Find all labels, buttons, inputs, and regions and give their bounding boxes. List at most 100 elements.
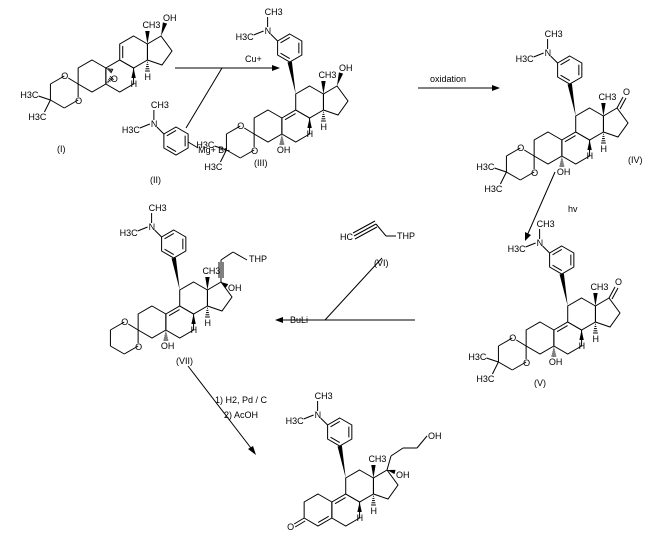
bond [533, 52, 544, 58]
hydroxyl-label: OH [339, 63, 353, 73]
wedge-bond [337, 445, 346, 478]
ring-d [594, 297, 621, 328]
arrow-step-5 [187, 365, 255, 453]
ketone-oxygen-label: O [623, 87, 630, 97]
wedge-bond [601, 103, 606, 116]
double-bond [552, 249, 563, 256]
double-bond [168, 309, 180, 317]
double-bond [560, 59, 571, 66]
bond [499, 171, 507, 185]
double-bond [330, 421, 341, 428]
bond [486, 357, 499, 363]
bond [220, 251, 234, 261]
hydroxyl-label: OH [163, 13, 177, 23]
methyl-label: H3C [28, 112, 47, 122]
compound-label-VI: (VI) [374, 258, 389, 268]
ring-c [345, 469, 374, 503]
bond [137, 226, 148, 232]
ring-c [179, 281, 208, 315]
arrow-step-3 [525, 171, 556, 239]
wedge-bond [221, 282, 229, 288]
methyl-label: H3C [236, 32, 255, 42]
hashed-bond [109, 75, 114, 81]
methyl-label: CH3 [151, 100, 169, 110]
hydroxyl-label: OH [549, 357, 563, 367]
methyl-label: CH3 [368, 454, 386, 464]
methyl-label: CH3 [545, 29, 563, 39]
double-bond [330, 436, 341, 443]
bond [128, 323, 139, 331]
wedge-bond [587, 140, 592, 150]
arrowhead-icon [525, 232, 531, 241]
wedge-bond [567, 83, 576, 116]
methyl-label: CH3 [318, 70, 336, 80]
hashed-bond [108, 77, 113, 81]
ring-d [372, 469, 399, 500]
hashed-bond [108, 68, 111, 72]
bond [187, 141, 199, 149]
epoxide-oxygen-label: O [111, 74, 118, 84]
bond [611, 287, 619, 300]
bond [608, 286, 616, 299]
arrowhead-icon [492, 85, 500, 91]
bond [240, 149, 255, 159]
dimethylaminophenyl-ring [327, 417, 353, 447]
methyl-label: H3C [120, 228, 139, 238]
hydrogen-label: H [204, 318, 211, 328]
bond [253, 30, 264, 36]
ring-a [533, 131, 563, 165]
methyl-label: CH3 [265, 7, 283, 17]
compound-label-IV: (IV) [628, 155, 643, 165]
bond [293, 517, 305, 525]
reagent-step-2: 2) AcOH [224, 410, 258, 420]
hydrogen-label: H [131, 79, 138, 89]
ring-a [77, 59, 107, 93]
ketone-oxygen-label: O [615, 277, 622, 287]
wedge-bond [191, 314, 196, 324]
oxygen-label: O [509, 333, 516, 343]
bond [498, 361, 513, 371]
arrowhead-icon [275, 317, 283, 323]
reagent-hv: hv [568, 204, 578, 214]
ring-c [575, 107, 604, 141]
hydrogen-label: H [357, 513, 364, 523]
methyl-label: CH3 [590, 282, 608, 292]
methyl-label: H3C [516, 54, 535, 64]
ring-b [561, 131, 591, 165]
bond [124, 345, 139, 355]
double-bond [334, 497, 346, 505]
bond [50, 99, 65, 109]
reagent-step-1: 1) H2, Pd / C [215, 395, 268, 405]
reagent-buli: BuLi [290, 315, 308, 325]
bond [50, 75, 65, 85]
wedge-bond [145, 31, 150, 44]
methyl-label: CH3 [537, 219, 555, 229]
bond [524, 149, 535, 157]
bond [354, 226, 378, 240]
compound-label-VII: (VII) [176, 356, 193, 366]
ring-a [525, 321, 555, 355]
hydroxyl-label: OH [428, 431, 442, 441]
labels: Cu+ oxidation hv BuLi 1) H2, Pd / C 2) A… [57, 54, 643, 420]
bond [386, 455, 392, 471]
wedge-bond [131, 68, 136, 78]
oxygen-label: O [251, 146, 258, 156]
double-bond [317, 515, 329, 523]
hydrogen-label: H [587, 151, 594, 161]
hydrogen-label: H [144, 72, 151, 82]
methyl-label: H3C [196, 140, 215, 150]
oxygen-label: O [121, 317, 128, 327]
hydroxyl-label: OH [228, 283, 242, 293]
nitrogen-label: N [545, 48, 552, 58]
methyl-label: CH3 [202, 266, 220, 276]
ring-d [146, 35, 173, 66]
wedge-bond [337, 72, 344, 86]
nitrogen-label: N [315, 410, 322, 420]
bond [416, 435, 428, 449]
compound-label-V: (V) [534, 378, 546, 388]
wedge-bond [387, 469, 396, 475]
ring-c [567, 297, 596, 331]
dimethylaminophenyl-ring [163, 126, 189, 156]
hashed-bond [110, 68, 114, 74]
